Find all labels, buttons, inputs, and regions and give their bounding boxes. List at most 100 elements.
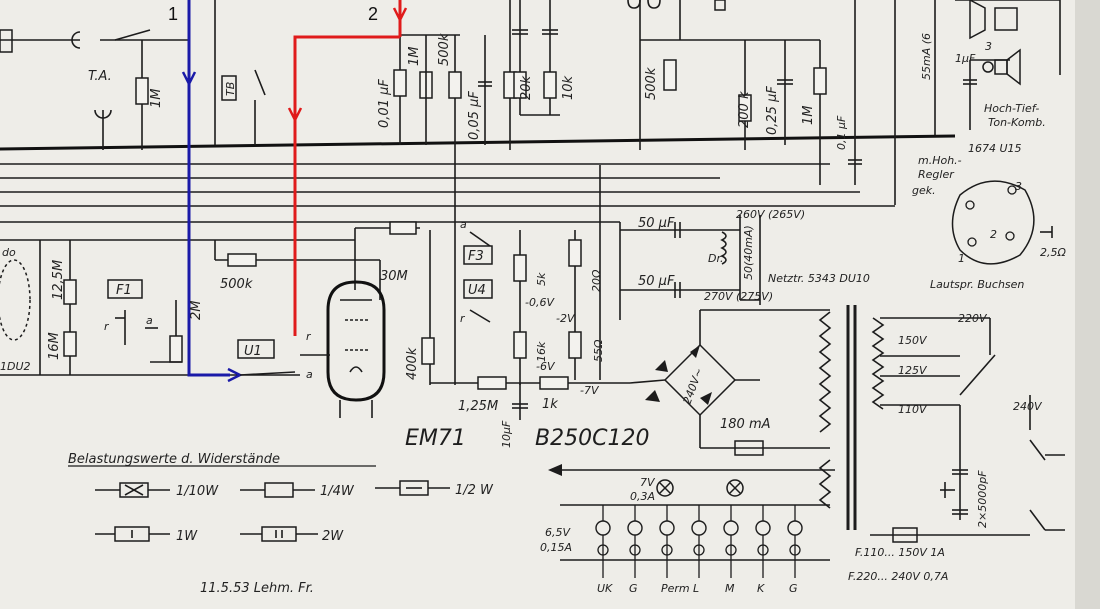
label-r-20: 20Ω	[590, 269, 603, 292]
label-hochtief-1: Hoch-Tief-	[984, 102, 1039, 115]
label-cap5000: 2×5000pF	[976, 470, 989, 528]
label-spk-sock: Lautspr. Buchsen	[930, 278, 1024, 291]
label-left-du: 1DU2	[0, 360, 31, 373]
label-r-500k-top: 500k	[437, 33, 452, 66]
label-v220: 220V	[958, 312, 988, 325]
label-mhoh-1: m.Hoh.-	[918, 154, 962, 167]
top-components	[393, 0, 862, 165]
label-v06: -0,6V	[525, 296, 555, 309]
lamp-icon	[659, 520, 675, 536]
label-hochtief-3: 1674 U15	[968, 142, 1022, 155]
label-hochtief-2: Ton-Komb.	[988, 116, 1046, 129]
lamp-switch-icon	[757, 544, 769, 556]
legend-1w: 1W	[176, 529, 198, 544]
label-f3-a: a	[460, 218, 467, 231]
label-v270: 270V (275V)	[704, 290, 773, 303]
label-r-1k: 1k	[542, 397, 558, 412]
label-sock-3: 3	[1015, 180, 1022, 193]
lamp-icon	[627, 520, 643, 536]
left-section	[0, 221, 417, 363]
label-v240: 240V	[1013, 400, 1043, 413]
label-do: do	[2, 246, 16, 259]
label-r-2m: 2M	[189, 301, 204, 321]
label-f1: F1	[116, 283, 132, 298]
label-ma180: 180 mA	[720, 417, 771, 432]
label-u1: U1	[244, 344, 262, 359]
band-label: G	[789, 582, 798, 595]
label-r-12-5m: 12,5M	[51, 260, 66, 300]
lamp-switch-icon	[789, 544, 801, 556]
label-fuse2: F.220... 240V 0,7A	[848, 570, 948, 583]
lamp-icon	[755, 520, 771, 536]
label-r-200k: 200 k	[737, 91, 752, 128]
dial-lamps	[548, 464, 835, 561]
label-mhoh-2: Regler	[918, 168, 955, 181]
label-sw-a: a	[306, 368, 313, 381]
em71-tube-icon	[300, 280, 435, 418]
lamp-icon	[723, 520, 739, 536]
label-r-1m-b: 1M	[407, 47, 422, 67]
lamp-switch-icon	[725, 544, 737, 556]
label-c-005: 0,05 µF	[467, 91, 482, 140]
label-r-1m-c: 1M	[801, 106, 816, 126]
band-label: UK	[597, 582, 613, 595]
label-v125: 125V	[898, 364, 928, 377]
label-mhoh-3: gek.	[912, 184, 936, 197]
legend-1-4w: 1/4W	[320, 484, 355, 499]
label-r-30m: 30M	[380, 269, 408, 284]
label-v150: 150V	[898, 334, 928, 347]
band-label: K	[757, 582, 765, 595]
legend-2w: 2W	[322, 529, 344, 544]
legend-1-2w: 1/2 W	[455, 483, 494, 498]
label-sock-1: 1	[958, 252, 965, 265]
label-dr-ma: 50(40mA)	[742, 225, 755, 280]
label-lamp-v65: 6,5V	[545, 526, 571, 539]
label-r-500k-mid: 500k	[644, 67, 659, 100]
legend	[68, 465, 450, 542]
red-signal-path	[287, 0, 408, 336]
legend-title: Belastungswerte d. Widerstände	[68, 452, 280, 467]
marker-2: 2	[368, 4, 378, 24]
label-lamp-a03: 0,3A	[630, 490, 655, 503]
blue-signal-path	[181, 0, 296, 383]
label-sw-r: r	[306, 330, 312, 343]
label-r-5k: 5k	[535, 272, 548, 286]
lamp-switch-icon	[693, 544, 705, 556]
label-v6: -6V	[536, 360, 556, 373]
input-area	[0, 29, 266, 150]
speaker-icon	[963, 0, 1021, 86]
band-label: L	[693, 582, 699, 595]
label-f1-a: a	[146, 314, 153, 327]
label-tb: TB	[224, 82, 237, 96]
label-netztr: Netztr. 5343 DU10	[768, 272, 870, 285]
label-u4-r: r	[460, 312, 466, 325]
label-lamp-a015: 0,15A	[540, 541, 572, 554]
label-c-1uf: 1µF	[955, 52, 976, 65]
label-u4: U4	[468, 283, 486, 298]
label-r-500k-low: 500k	[220, 277, 253, 292]
label-r-1m-a: 1M	[149, 89, 164, 109]
label-c-10: 10µF	[500, 420, 513, 448]
speaker-socket-icon	[951, 180, 1053, 265]
label-sock-2: 2	[990, 228, 997, 241]
label-b250: B250C120	[535, 426, 649, 451]
label-v2: -2V	[556, 312, 576, 325]
lamp-switch-icon	[597, 544, 609, 556]
label-c50b: 50 µF	[638, 274, 675, 289]
label-r-16k: 16k	[535, 341, 548, 362]
label-r-16m: 16M	[47, 332, 62, 360]
band-label: Perm	[661, 582, 690, 595]
lamp-icon	[787, 520, 803, 536]
legend-1-10w: 1/10W	[176, 484, 219, 499]
signature: 11.5.53 Lehm. Fr.	[200, 581, 314, 596]
label-lamp-v7: 7V	[640, 476, 656, 489]
label-c50a: 50 µF	[638, 216, 675, 231]
label-sock-25: 2,5Ω	[1040, 246, 1066, 259]
label-v7: -7V	[580, 384, 600, 397]
band-label: G	[629, 582, 638, 595]
label-v260: 260V (265V)	[736, 208, 805, 221]
label-em71: EM71	[405, 426, 466, 451]
label-c-025: 0,25 µF	[765, 86, 780, 135]
label-r-400k: 400k	[405, 347, 420, 380]
